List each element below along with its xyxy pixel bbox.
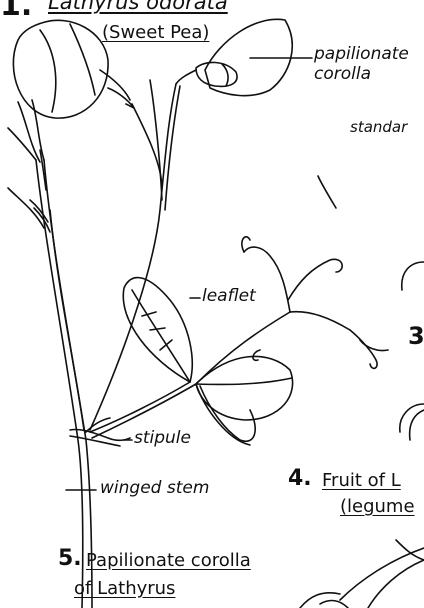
figure3-number: 3 [408,322,424,350]
figure1-subtitle: (Sweet Pea) [102,22,209,43]
label-leaflet: leaflet [202,286,256,306]
figure4-title: Fruit of L [322,470,401,491]
leaflet-upper [123,278,192,382]
label-standard: standar [350,118,407,136]
figure5-sketch [300,540,424,608]
figure4-number: 4. [288,466,312,491]
label-winged-stem: winged stem [100,478,209,498]
figure5-title: Papilionate corolla [86,550,251,571]
figure1-number: 1. [0,0,32,23]
figure1-title: Lathyrus odorata [48,0,228,14]
label-stipule: stipule [134,428,191,448]
figure5-number: 5. [58,546,82,571]
winged-stem [8,100,92,608]
peduncle [90,84,176,430]
figure3-sketch [318,176,424,440]
figure4-subtitle: (legume [340,496,415,517]
figure5-subtitle: of Lathyrus [74,578,175,599]
label-papilionate-corolla: papilionate corolla [314,44,424,84]
